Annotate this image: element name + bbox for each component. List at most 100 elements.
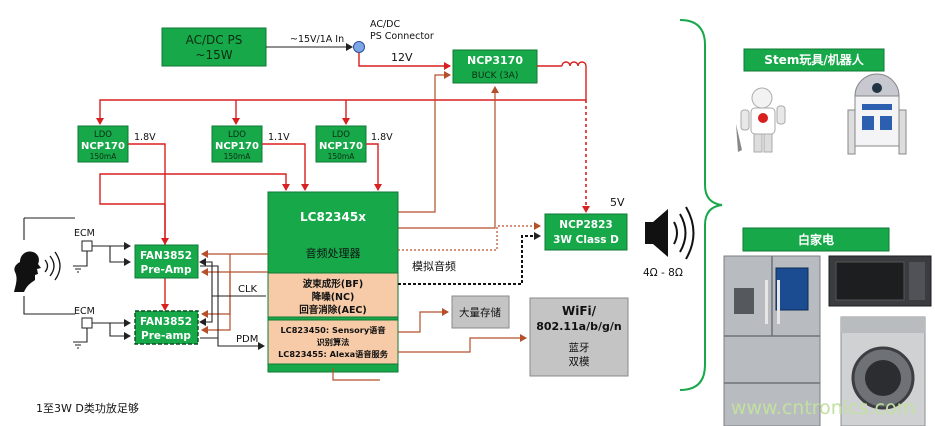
voice-line-mic2 xyxy=(23,296,75,315)
preamp-1: FAN3852 Pre-Amp xyxy=(134,244,199,279)
microwave-icon xyxy=(828,255,932,307)
footnote: 1至3W D类功放足够 xyxy=(36,401,139,415)
analog-audio-label: 模拟音频 xyxy=(412,259,456,273)
ldo1-top: LDO xyxy=(94,130,112,140)
mic2-ground-icon xyxy=(73,341,83,349)
ldo2-name: NCP170 xyxy=(215,141,259,152)
preamp1-desc: Pre-Amp xyxy=(141,264,192,276)
ldo1-out-preamp xyxy=(128,143,169,245)
rail-12v-wire xyxy=(358,53,451,70)
ldo2-out xyxy=(262,143,309,191)
clk-wire-1 xyxy=(199,258,266,297)
acdc-ps-line2: ~15W xyxy=(195,48,232,62)
dsp-line3: 回音消除(AEC) xyxy=(299,304,367,316)
algo-line2: 识别算法 xyxy=(317,337,350,347)
inductor-icon xyxy=(561,61,587,67)
speaker-impedance: 4Ω - 8Ω xyxy=(643,267,683,279)
clk-wire-2 xyxy=(199,296,213,326)
voice-algorithm-box xyxy=(267,319,399,365)
processor-subtitle: 音频处理器 xyxy=(306,246,361,260)
watermark: www.cntronics.com xyxy=(731,397,915,419)
refrigerator-icon xyxy=(723,255,821,426)
pdm-label: PDM xyxy=(236,334,258,345)
ldo1-feed xyxy=(96,99,586,125)
app1-label: Stem玩具/机器人 xyxy=(764,52,864,67)
wireless-line4: 双模 xyxy=(569,356,590,368)
speaking-head-icon xyxy=(14,251,61,292)
mic2-label: ECM xyxy=(74,306,95,317)
app-toys-robots: Stem玩具/机器人 xyxy=(736,48,907,155)
mic1-ground-wire xyxy=(78,251,88,267)
ps-connector-icon xyxy=(353,41,365,53)
wireless-block: WiFi/ 802.11a/b/g/n 蓝牙 双模 xyxy=(529,297,629,377)
ldo1-out-processor xyxy=(165,173,290,191)
amp-control-dotted-wire xyxy=(398,222,541,251)
app-white-goods: 白家电 xyxy=(723,227,932,426)
amp-name: NCP2823 xyxy=(559,219,612,231)
speaker-icon xyxy=(645,206,695,260)
amp-desc: 3W Class D xyxy=(553,234,619,246)
analog-audio-dotted-wire xyxy=(398,232,541,285)
rail-5v-label: 5V xyxy=(610,196,625,209)
wireless-line2: 802.11a/b/g/n xyxy=(536,320,622,333)
app2-label: 白家电 xyxy=(798,232,834,247)
acdc-ps-line1: AC/DC PS xyxy=(186,33,243,47)
preamp1-name: FAN3852 xyxy=(140,250,192,262)
ldo1-voltage: 1.8V xyxy=(134,132,156,143)
dsp-line2: 降噪(NC) xyxy=(312,291,355,303)
processor-name: LC82345x xyxy=(300,210,366,224)
mic2-capsule-icon xyxy=(81,317,93,329)
humanoid-robot-icon xyxy=(736,87,786,153)
connector-label-line1: AC/DC xyxy=(370,19,400,30)
clk-label: CLK xyxy=(238,284,258,295)
ldo1-out-branch xyxy=(99,173,165,205)
buck-name: NCP3170 xyxy=(467,54,523,67)
dsp-line1: 波束成形(BF) xyxy=(303,278,363,290)
wireless-wire xyxy=(398,334,527,353)
ldo2-top: LDO xyxy=(228,130,246,140)
rail-12v-label: 12V xyxy=(391,51,413,64)
buck-control-wire-1 xyxy=(398,71,451,213)
mic1-ground-icon xyxy=(73,265,83,273)
mic2-ground-wire xyxy=(78,328,88,343)
washing-machine-icon xyxy=(840,316,926,426)
wireless-line1: WiFi/ xyxy=(562,304,597,318)
preamp-2: FAN3852 Pre-amp xyxy=(134,310,199,345)
connector-label-line2: PS Connector xyxy=(370,31,434,42)
buck-desc: BUCK (3A) xyxy=(472,71,519,81)
mic1-capsule-icon xyxy=(81,240,93,252)
mic2-signal-n xyxy=(109,323,131,340)
amplifier-ncp2823: NCP2823 3W Class D xyxy=(544,213,628,251)
ldo-3: LDO NCP170 150mA 1.8V xyxy=(315,125,393,163)
buck-control-wire-2 xyxy=(398,86,499,229)
preamp2-control-wire xyxy=(201,254,231,318)
application-brace xyxy=(679,19,723,391)
storage-label: 大量存储 xyxy=(459,306,501,319)
input-power-label: ~15V/1A In xyxy=(290,34,344,45)
ldo3-out xyxy=(366,143,382,191)
preamp2-desc: Pre-amp xyxy=(141,330,191,342)
buck-converter-ncp3170: NCP3170 BUCK (3A) xyxy=(452,49,538,84)
ldo2-desc: 150mA xyxy=(224,152,252,161)
ldo3-desc: 150mA xyxy=(328,152,356,161)
ldo1-name: NCP170 xyxy=(81,141,125,152)
algo-line1: LC823450: Sensory语音 xyxy=(280,325,385,335)
mic1-signal-n xyxy=(109,246,131,266)
ldo1-desc: 150mA xyxy=(90,152,118,161)
ldo3-name: NCP170 xyxy=(319,141,363,152)
ldo3-top: LDO xyxy=(332,130,350,140)
preamp2-name: FAN3852 xyxy=(140,316,192,328)
mass-storage-block: 大量存储 xyxy=(451,295,510,329)
acdc-power-supply: AC/DC PS ~15W xyxy=(161,27,267,67)
mic1-label: ECM xyxy=(74,228,95,239)
preamp2-control-wire-2 xyxy=(201,272,231,334)
wireless-line3: 蓝牙 xyxy=(569,342,590,354)
pdm-wire-1 xyxy=(200,265,265,350)
processor-lc82345x: LC82345x 音频处理器 波束成形(BF) 降噪(NC) 回音消除(AEC)… xyxy=(267,191,399,373)
algo-line3: LC823455: Alexa语音服务 xyxy=(278,349,389,359)
ldo-1: LDO NCP170 150mA 1.8V xyxy=(77,125,156,163)
storage-wire xyxy=(398,308,449,333)
processor-bottom-wire xyxy=(332,368,380,381)
dsp-features-box xyxy=(267,272,399,318)
